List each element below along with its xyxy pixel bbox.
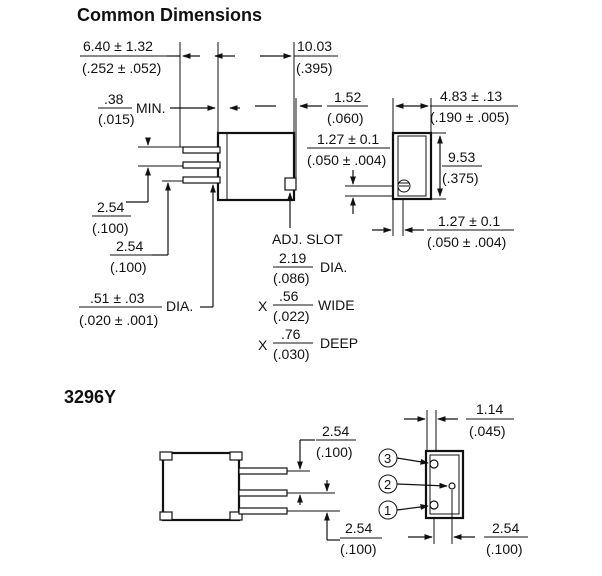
dim-shaft-in: (.060) [327, 110, 364, 126]
dim-gap-mm: 1.27 ± 0.1 [317, 131, 379, 147]
dim-gap-in: (.050 ± .004) [307, 152, 386, 168]
dim-side-mm: 4.83 ± .13 [440, 88, 502, 104]
dim-slot-deep-suffix: DEEP [320, 335, 358, 351]
dim-side-in: (.190 ± .005) [430, 109, 509, 125]
dim-slot-wide-suffix: WIDE [318, 297, 355, 313]
model-dim-top-mm: 1.14 [476, 401, 503, 417]
component-body-side [216, 131, 296, 202]
dim-slot-deep-mm: .76 [281, 326, 301, 342]
dim-height-in: (.375) [442, 170, 479, 186]
model-pin-top [238, 467, 288, 475]
pin-label-3: 3 [384, 451, 391, 466]
dim-x-mark-2: X [258, 337, 268, 353]
dim-slot-dia-suffix: DIA. [320, 259, 347, 275]
adjustment-screw-end [397, 179, 411, 193]
dim-slot-wide-mm: .56 [279, 288, 299, 304]
dim-standoff-in: (.015) [98, 111, 135, 127]
dim-pin-dia-mm: .51 ± .03 [90, 290, 145, 306]
dim-width-mm: 10.03 [297, 38, 332, 54]
pin-label-1: 1 [384, 503, 391, 518]
dim-slot-dia-mm: 2.19 [279, 250, 306, 266]
model-dim-pitch-a-mm: 2.54 [322, 423, 349, 439]
dim-height-mm: 9.53 [448, 149, 475, 165]
pin-side-top [182, 146, 221, 154]
common-dimensions-title: Common Dimensions [77, 5, 262, 25]
model-pin-middle [238, 489, 288, 497]
model-pin-hole-1 [429, 500, 439, 510]
model-side-view [159, 451, 288, 522]
dim-slot-dia-in: (.086) [273, 270, 310, 286]
component-body-end [391, 131, 433, 201]
model-dim-bottom-left-mm: 2.54 [345, 520, 372, 536]
dim-pin-dia-suffix: DIA. [166, 298, 193, 314]
dim-pitch1-mm: 2.54 [97, 199, 124, 215]
dim-x-mark-1: X [258, 298, 268, 314]
adjustment-shaft-side [284, 177, 297, 191]
model-end-view [424, 449, 465, 520]
dim-slot-deep-in: (.030) [273, 346, 310, 362]
pin-side-middle [182, 161, 221, 169]
dim-length-in: (.252 ± .052) [82, 60, 161, 76]
model-pin-hole-3 [429, 459, 439, 469]
model-3296y-title: 3296Y [64, 387, 116, 407]
model-dim-bottom-right-in: (.100) [486, 541, 523, 557]
dim-pin-dia-in: (.020 ± .001) [79, 312, 158, 328]
pin-side-bottom [182, 176, 221, 184]
dim-pitch2-in: (.100) [110, 259, 147, 275]
pin-label-2: 2 [384, 477, 391, 492]
dim-standoff-suffix: MIN. [136, 100, 166, 116]
dim-pin-offset-in: (.050 ± .004) [427, 234, 506, 250]
model-pin-bottom [238, 507, 288, 515]
model-dim-pitch-a-in: (.100) [316, 444, 353, 460]
dim-pitch2-mm: 2.54 [116, 238, 143, 254]
end-view [391, 131, 433, 201]
dim-pin-offset-mm: 1.27 ± 0.1 [438, 213, 500, 229]
dim-slot-wide-in: (.022) [273, 308, 310, 324]
pin-labels: 3 2 1 [378, 448, 448, 520]
model-dim-bottom-right-mm: 2.54 [492, 520, 519, 536]
dim-width-in: (.395) [296, 60, 333, 76]
model-pin-hole-2 [448, 482, 456, 490]
dim-shaft-mm: 1.52 [334, 89, 361, 105]
model-dim-bottom-left-in: (.100) [340, 541, 377, 557]
dim-standoff-mm: .38 [104, 91, 124, 107]
side-view [182, 131, 297, 202]
adj-slot-label: ADJ. SLOT [272, 231, 343, 247]
dim-pitch1-in: (.100) [92, 220, 129, 236]
dim-length-mm: 6.40 ± 1.32 [83, 38, 153, 54]
model-body-side [161, 451, 241, 522]
model-dim-top-in: (.045) [469, 423, 506, 439]
